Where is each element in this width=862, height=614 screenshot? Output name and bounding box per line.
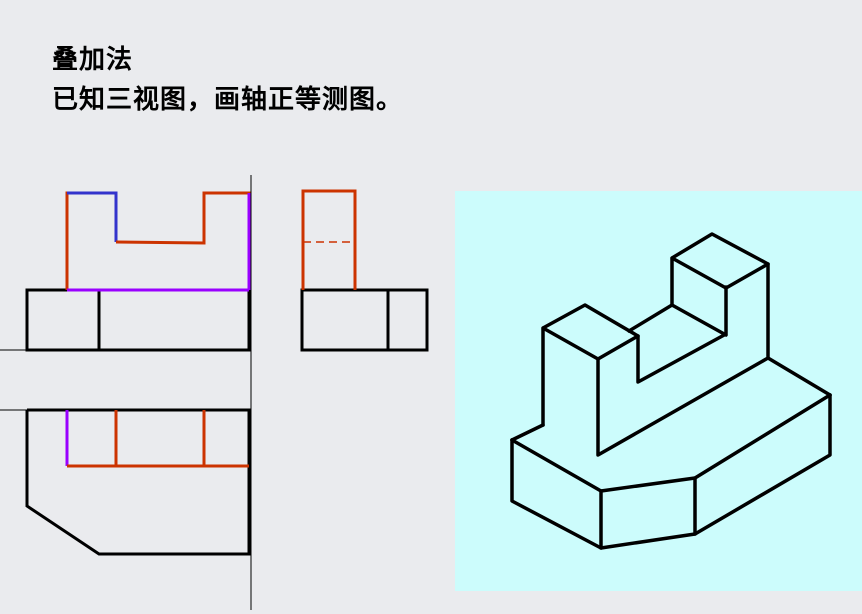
- isometric-view: [510, 232, 832, 550]
- front-view: [25, 191, 251, 352]
- front-view-upper-slot: [115, 191, 251, 290]
- iso-base-top-right-edge: [766, 356, 832, 397]
- slide-title: 叠加法: [52, 45, 134, 75]
- iso-upper-slot-front: [636, 285, 728, 384]
- iso-upper-front-face: [596, 262, 770, 457]
- front-view-upper-left-edge: [67, 191, 118, 242]
- isometric-panel: [455, 191, 862, 591]
- iso-upper-right-block: [670, 232, 770, 307]
- front-view-base: [25, 288, 251, 352]
- side-view-upper-outline: [301, 189, 357, 290]
- iso-base-top-front: [510, 393, 832, 493]
- iso-upper-left-block: [541, 303, 640, 427]
- side-view: [300, 189, 429, 352]
- top-view: [25, 408, 251, 556]
- top-view-outline: [25, 408, 251, 556]
- title-block: 叠加法 已知三视图，画轴正等测图。: [52, 40, 403, 120]
- side-view-base: [300, 288, 429, 352]
- iso-base-top-left-edge: [510, 423, 545, 442]
- iso-base-front-left: [510, 393, 832, 550]
- reference-lines: [0, 175, 252, 610]
- slide-subtitle: 已知三视图，画轴正等测图。: [52, 85, 404, 115]
- front-view-upper-outline: [65, 191, 116, 290]
